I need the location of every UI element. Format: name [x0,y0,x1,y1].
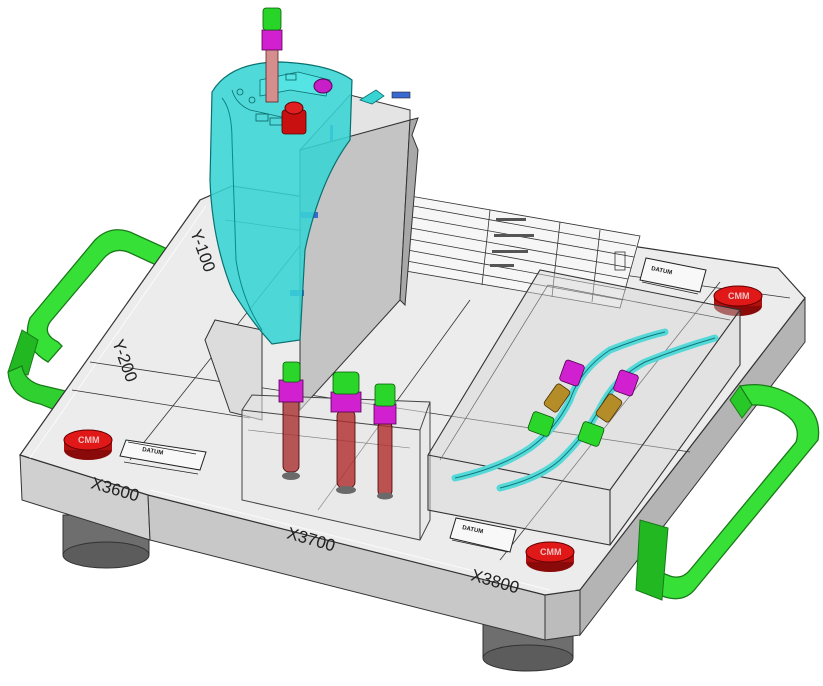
datum-label-bottom: DATUM [462,525,484,535]
datum-plate-bottom: DATUM [449,517,517,553]
handle-left [7,229,198,413]
test-tube-2 [330,371,362,494]
cmm-label-bottom: CMM [540,547,562,557]
datum-label-right: DATUM [651,266,673,276]
probe-top [261,7,283,103]
test-tube-1 [278,361,304,480]
test-tube-3 [373,383,397,500]
tubing-assembly [451,328,719,492]
cmm-label-right: CMM [728,291,750,301]
cmm-label-left: CMM [78,435,100,445]
datum-label-left: DATUM [142,447,164,457]
red-pin [281,101,307,135]
handle-right [635,383,820,601]
cmm-button-left: CMM [63,429,113,460]
cmm-button-right: CMM [713,285,763,316]
cmm-button-bottom: CMM [525,541,575,572]
datum-plate-left: DATUM [119,439,207,475]
datum-plate-right: DATUM [639,257,707,295]
title-block [399,195,641,309]
upright-holder [204,91,419,421]
